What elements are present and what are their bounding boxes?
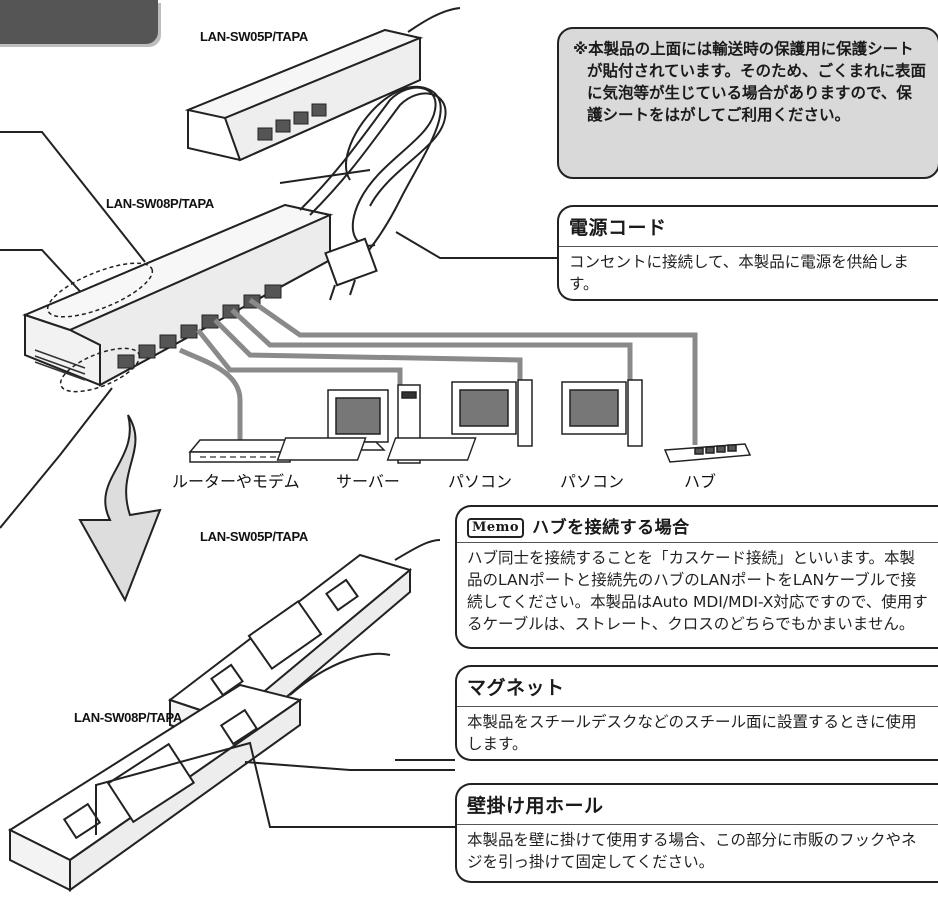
section-tab xyxy=(0,0,158,44)
divider xyxy=(559,246,938,247)
magnet-title: マグネット xyxy=(467,677,565,699)
note-text: ※本製品の上面には輸送時の保護用に保護シートが貼付されています。そのため、ごくま… xyxy=(573,40,926,124)
device-label-pc2: パソコン xyxy=(560,472,625,491)
device-label-hub: ハブ xyxy=(684,472,717,491)
power-cord xyxy=(299,86,447,301)
pc-device-1 xyxy=(276,379,533,461)
router-device xyxy=(188,439,292,463)
pc-device-2 xyxy=(386,379,643,461)
magnet-callout: マグネット 本製品をスチールデスクなどのスチール面に設置するときに使用します。 xyxy=(455,665,938,761)
lan-cables xyxy=(178,297,698,450)
device-label-pc1: パソコン xyxy=(448,472,513,491)
switch-sw05-top xyxy=(184,7,461,162)
divider xyxy=(457,824,938,825)
memo-title-row: Memo ハブを接続する場合 xyxy=(467,513,928,538)
leader-lines xyxy=(0,131,371,529)
wall-hole-callout: 壁掛け用ホール 本製品を壁に掛けて使用する場合、この部分に市販のフックやネジを引… xyxy=(455,783,938,883)
wall-hole-title: 壁掛け用ホール xyxy=(467,795,604,817)
memo-icon: Memo xyxy=(467,518,525,538)
power-cord-title: 電源コード xyxy=(569,217,667,239)
wall-hole-body: 本製品を壁に掛けて使用する場合、この部分に市販のフックやネジを引っ掛けて固定して… xyxy=(467,831,917,871)
power-cord-body: コンセントに接続して、本製品に電源を供給します。 xyxy=(569,253,909,293)
model-label-sw08-bottom: LAN-SW08P/TAPA xyxy=(74,710,182,725)
model-label-sw05-top: LAN-SW05P/TAPA xyxy=(200,29,308,44)
magnet-body: 本製品をスチールデスクなどのスチール面に設置するときに使用します。 xyxy=(467,713,917,753)
memo-body: ハブ同士を接続することを「カスケード接続」といいます。本製品のLANポートと接続… xyxy=(467,549,928,633)
bottom-leader-lines xyxy=(95,741,455,835)
switch-sw08-main xyxy=(22,203,334,393)
divider xyxy=(457,542,938,543)
model-label-sw05-bottom: LAN-SW05P/TAPA xyxy=(200,529,308,544)
server-device xyxy=(327,384,421,464)
power-cord-callout: 電源コード コンセントに接続して、本製品に電源を供給します。 xyxy=(557,205,938,301)
device-label-router: ルーターやモデム xyxy=(172,472,300,491)
memo-title: ハブを接続する場合 xyxy=(532,518,690,538)
divider xyxy=(457,706,938,707)
hub-device xyxy=(663,443,752,463)
memo-callout: Memo ハブを接続する場合 ハブ同士を接続することを「カスケード接続」といいます… xyxy=(455,505,938,649)
model-label-sw08-top: LAN-SW08P/TAPA xyxy=(106,196,214,211)
protective-sheet-note: ※本製品の上面には輸送時の保護用に保護シートが貼付されています。そのため、ごくま… xyxy=(557,27,938,179)
device-label-server: サーバー xyxy=(336,472,400,491)
flip-arrow xyxy=(78,414,162,603)
